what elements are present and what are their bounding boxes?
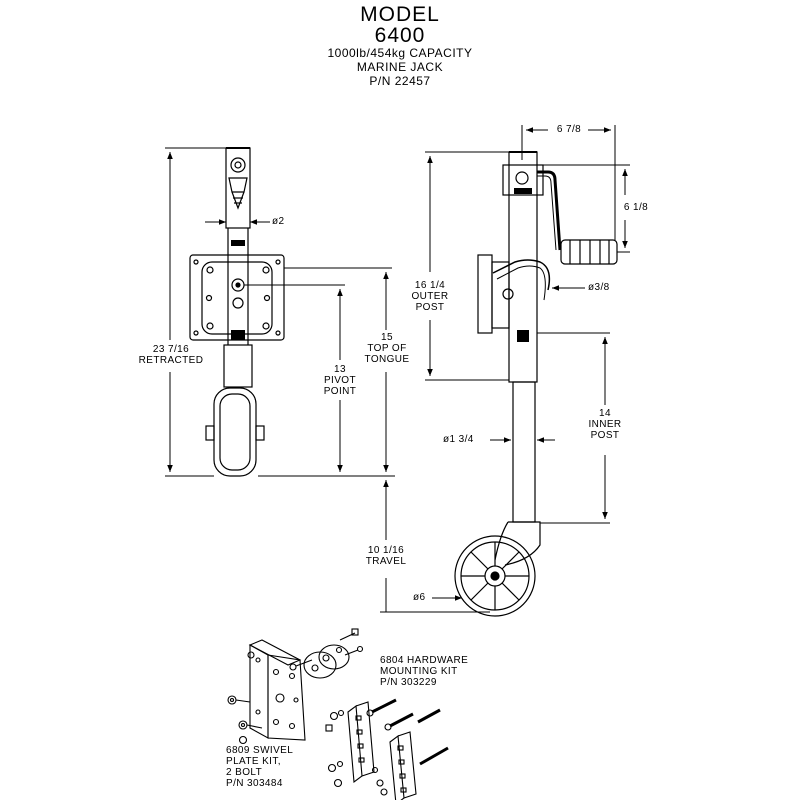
dim-pin-dia-label: ø3/8 bbox=[588, 282, 610, 293]
hardware-kit-drawing bbox=[325, 698, 449, 800]
side-mount-plate bbox=[477, 254, 493, 334]
dim-inner-post-label: 14 INNER POST bbox=[588, 408, 622, 441]
side-wheel bbox=[454, 535, 536, 617]
swivel-kit-label: 6809 SWIVEL PLATE KIT, 2 BOLT P/N 303484 bbox=[226, 745, 294, 789]
dim-inner-dia-label: ø1 3/4 bbox=[443, 434, 474, 445]
side-inner-post bbox=[512, 381, 536, 523]
swivel-plate-kit-drawing bbox=[227, 628, 364, 745]
front-top-pin bbox=[230, 157, 246, 173]
hardware-kit-label: 6804 HARDWARE MOUNTING KIT P/N 303229 bbox=[380, 655, 469, 688]
dim-tongue-label: 15 TOP OF TONGUE bbox=[364, 332, 410, 365]
dim-handle-height-label: 6 1/8 bbox=[623, 202, 649, 213]
front-dimensions bbox=[165, 147, 490, 613]
dim-wheel-dia-label: ø6 bbox=[413, 592, 426, 603]
header-part-number: P/N 22457 bbox=[369, 74, 431, 88]
front-upper-post bbox=[225, 147, 251, 229]
header-product-type: MARINE JACK bbox=[356, 60, 444, 74]
front-view bbox=[189, 147, 285, 477]
dim-retracted-label: 23 7/16 RETRACTED bbox=[138, 344, 204, 366]
side-dimensions bbox=[425, 125, 630, 601]
dim-handle-width-label: 6 7/8 bbox=[556, 124, 582, 135]
header-capacity: 1000lb/454kg CAPACITY bbox=[327, 46, 473, 60]
dim-outer-post-label: 16 1/4 OUTER POST bbox=[411, 280, 449, 313]
front-lower-post bbox=[223, 344, 253, 388]
header-model-label: MODEL bbox=[360, 3, 440, 26]
side-crank-handle bbox=[537, 170, 562, 251]
side-pin-clip bbox=[492, 259, 551, 291]
side-view bbox=[454, 151, 618, 617]
dim-shaft-dia-label: ø2 bbox=[272, 216, 285, 227]
dim-pivot-label: 13 PIVOT POINT bbox=[323, 364, 357, 397]
header-model-number: 6400 bbox=[374, 24, 426, 47]
dim-travel-label: 10 1/16 TRAVEL bbox=[365, 545, 407, 567]
